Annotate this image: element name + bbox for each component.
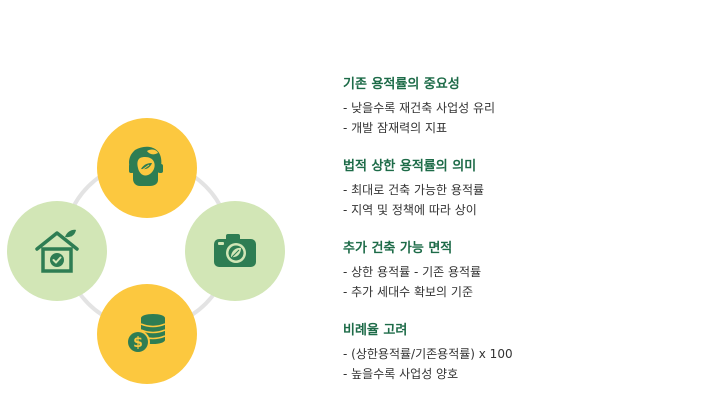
svg-text:$: $ bbox=[133, 335, 143, 351]
section-title: 법적 상한 용적률의 의미 bbox=[343, 159, 477, 174]
coins-dollar-icon: $ bbox=[126, 314, 166, 354]
cycle-diagram: $ bbox=[0, 0, 330, 405]
section-proportional-rate: 비례율 고려 - (상한용적률/기존용적률) x 100 - 높을수록 사업성 … bbox=[343, 322, 703, 384]
eco-head-icon bbox=[129, 146, 163, 186]
bullet-item: - 지역 및 정책에 따라 상이 bbox=[343, 203, 477, 217]
section-additional-area: 추가 건축 가능 면적 - 상한 용적률 - 기존 용적률 - 추가 세대수 확… bbox=[343, 240, 703, 302]
bullet-item: - (상한용적률/기존용적률) x 100 bbox=[343, 347, 513, 361]
node-camera-leaf bbox=[185, 201, 285, 301]
green-house-icon bbox=[35, 229, 79, 273]
section-title: 추가 건축 가능 면적 bbox=[343, 241, 453, 256]
bullet-item: - 낮을수록 재건축 사업성 유리 bbox=[343, 101, 496, 115]
bullet-item: - 최대로 건축 가능한 용적률 bbox=[343, 183, 485, 197]
content-list: 기존 용적률의 중요성 - 낮을수록 재건축 사업성 유리 - 개발 잠재력의 … bbox=[343, 76, 703, 404]
section-title: 기존 용적률의 중요성 bbox=[343, 77, 460, 92]
node-green-house bbox=[7, 201, 107, 301]
bullet-item: - 상한 용적률 - 기존 용적률 bbox=[343, 265, 482, 279]
section-title: 비례율 고려 bbox=[343, 323, 408, 338]
section-legal-max-far: 법적 상한 용적률의 의미 - 최대로 건축 가능한 용적률 - 지역 및 정책… bbox=[343, 158, 703, 220]
bullet-item: - 높을수록 사업성 양호 bbox=[343, 367, 459, 381]
section-existing-far: 기존 용적률의 중요성 - 낮을수록 재건축 사업성 유리 - 개발 잠재력의 … bbox=[343, 76, 703, 138]
node-coins-dollar: $ bbox=[97, 284, 197, 384]
bullet-item: - 추가 세대수 확보의 기준 bbox=[343, 285, 473, 299]
node-eco-head bbox=[97, 118, 197, 218]
camera-leaf-icon bbox=[214, 234, 256, 267]
bullet-item: - 개발 잠재력의 지표 bbox=[343, 121, 448, 135]
